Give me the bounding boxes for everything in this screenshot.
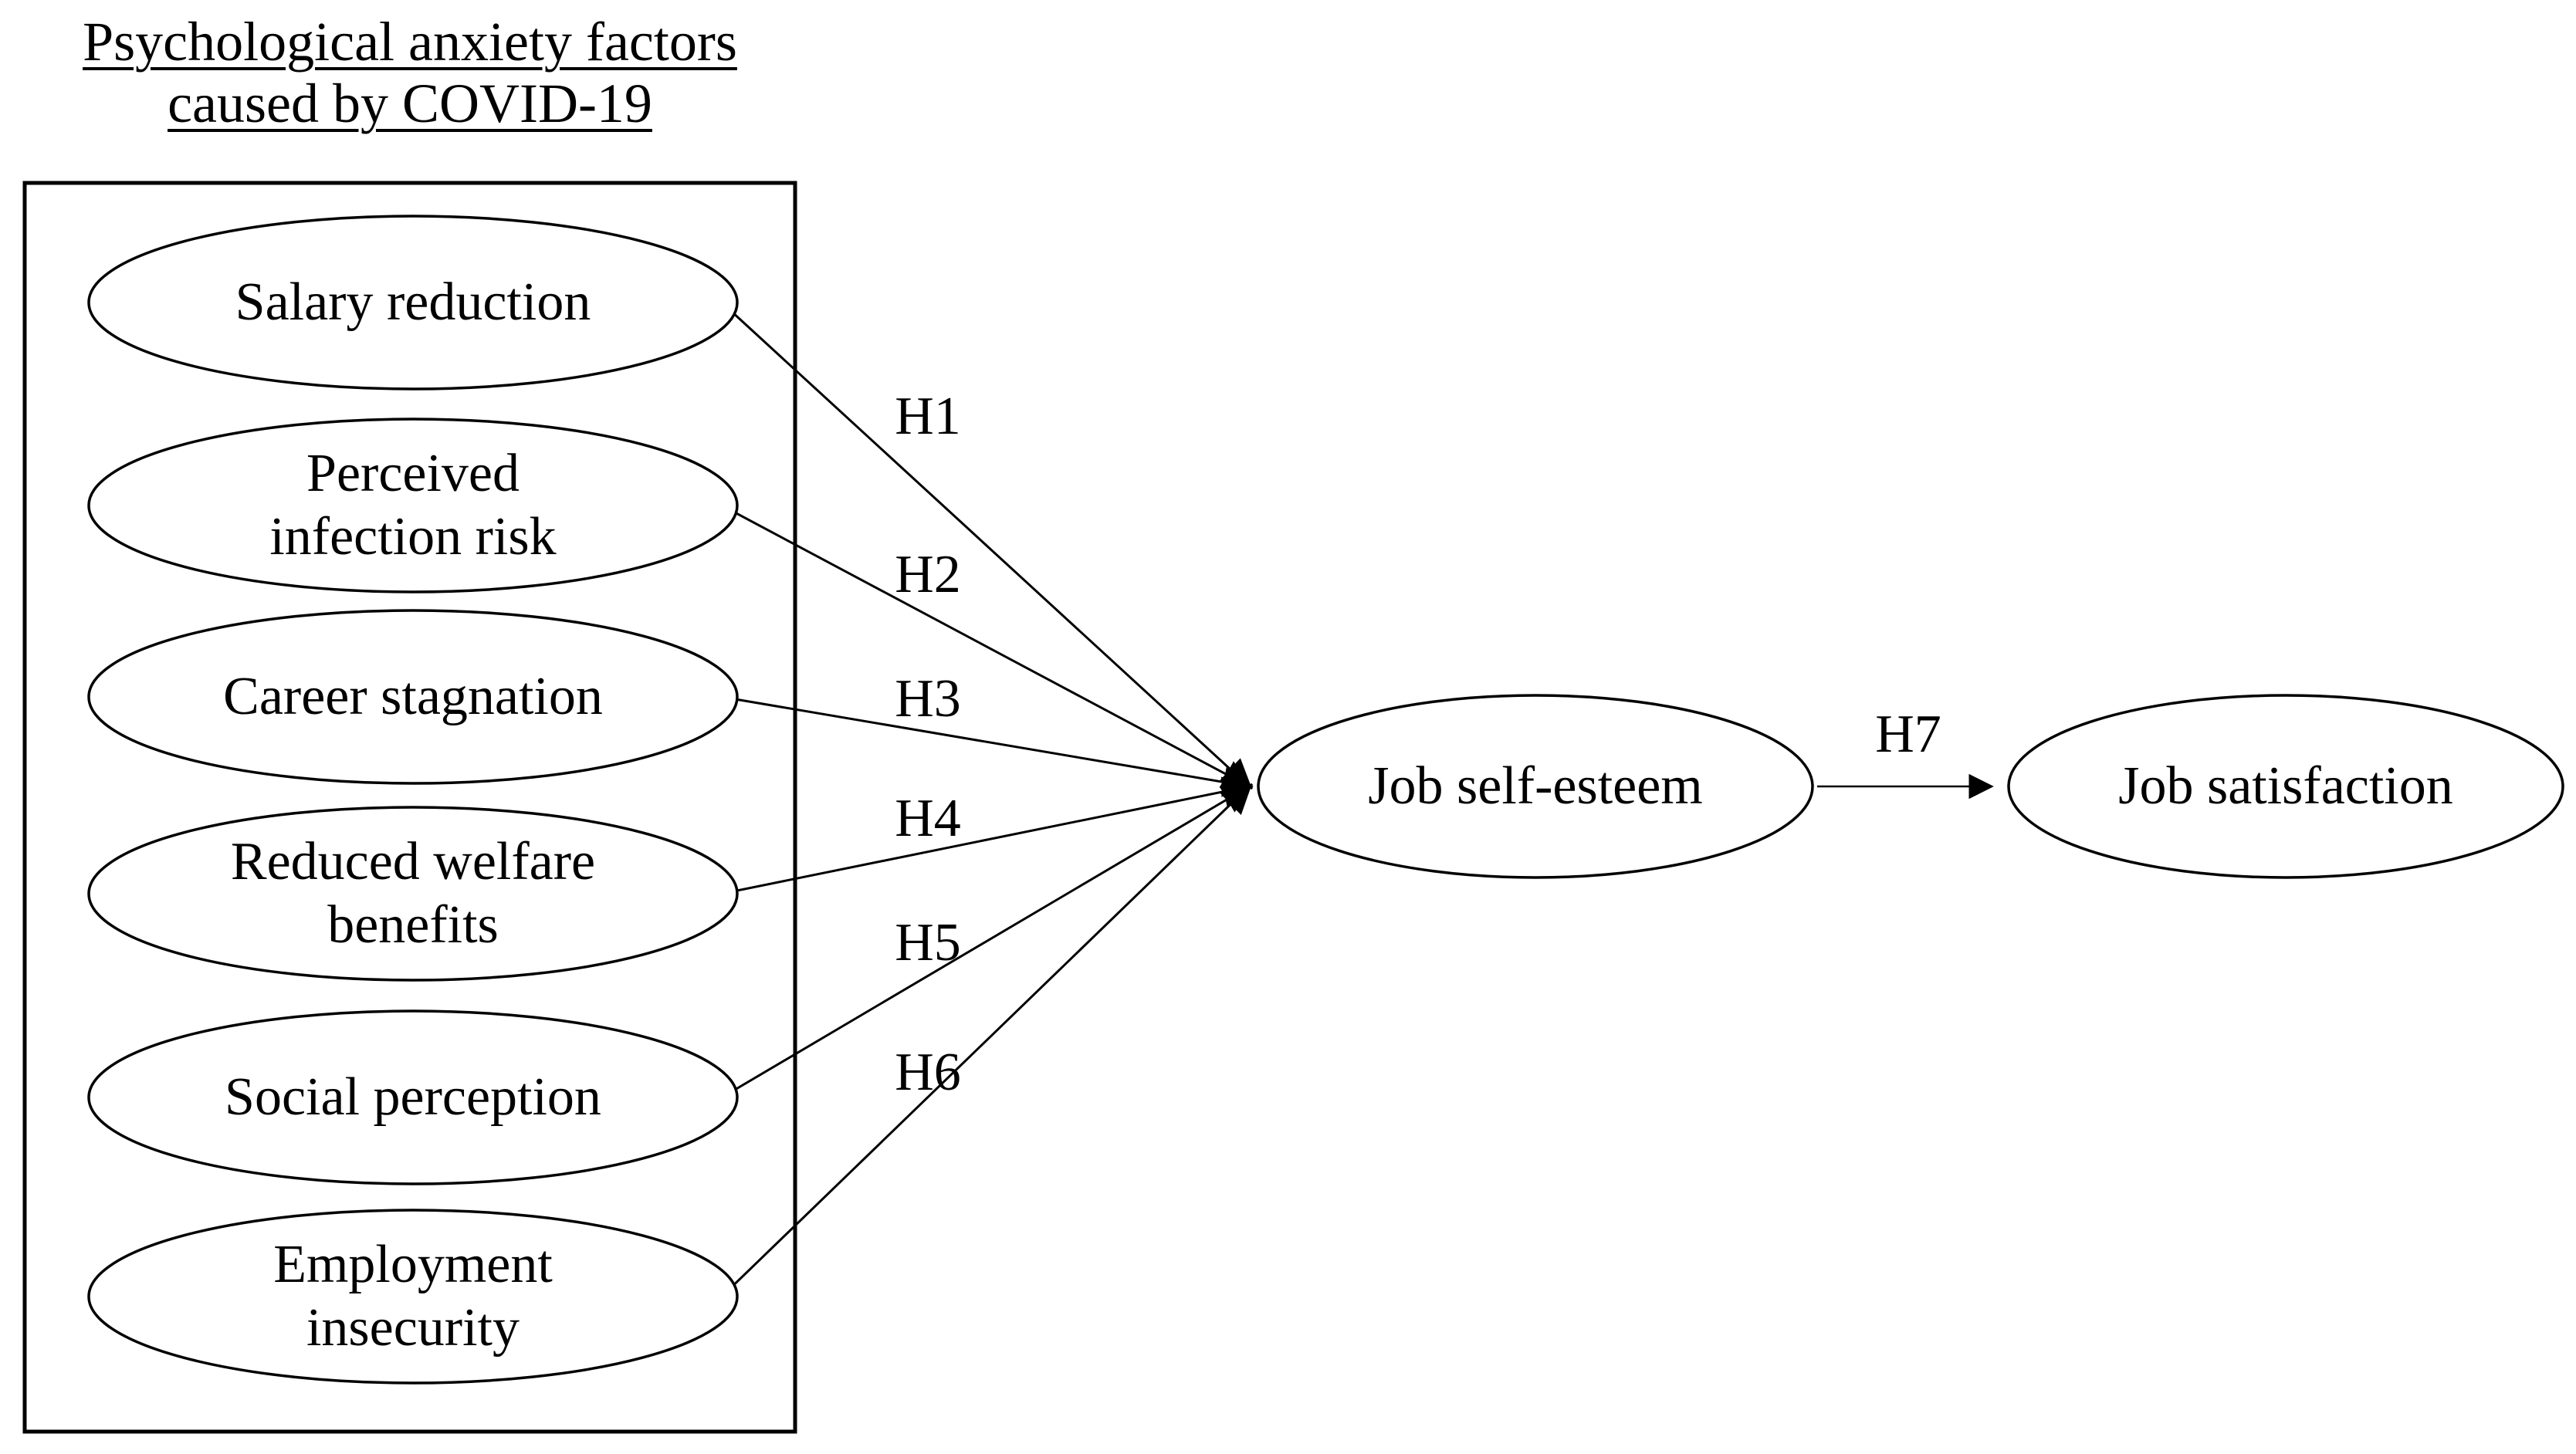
path-h3-arrow: [721, 695, 1254, 797]
label-line: Job self-esteem: [1368, 756, 1703, 816]
label-line: insecurity: [306, 1298, 520, 1358]
label-line: Reduced welfare: [230, 832, 596, 891]
path-h1-arrow: [720, 301, 1253, 790]
path-h5-arrow: [721, 784, 1254, 1099]
box-title: Psychological anxiety factors caused by …: [0, 11, 820, 134]
label-line: benefits: [327, 895, 499, 955]
factor-label-employment-insecurity: Employment insecurity: [89, 1210, 737, 1383]
ellipse-employment-insecurity: [87, 1209, 739, 1385]
hypothesis-label-h1: H1: [895, 387, 961, 446]
hypothesis-label-h4: H4: [895, 789, 961, 848]
outcome-label-job-satisfaction: Job satisfaction: [2009, 695, 2563, 877]
box-title-line2: caused by COVID-19: [168, 73, 652, 134]
label-line: Employment: [273, 1235, 553, 1294]
ellipse-salary-reduction: [87, 215, 739, 391]
hypothesis-label-h2: H2: [895, 545, 961, 604]
hypothesis-label-h6: H6: [895, 1043, 961, 1102]
box-title-line1: Psychological anxiety factors: [83, 11, 737, 73]
label-line: Social perception: [225, 1067, 601, 1127]
label-line: infection risk: [269, 507, 557, 566]
factor-label-reduced-welfare-benefits: Reduced welfare benefits: [89, 807, 737, 980]
ellipse-social-perception: [87, 1009, 739, 1185]
label-line: Perceived: [306, 444, 520, 503]
ellipse-perceived-infection-risk: [87, 418, 739, 593]
ellipse-job-self-esteem: [1257, 694, 1814, 879]
label-line: Salary reduction: [235, 272, 591, 332]
factors-box: [22, 181, 797, 1434]
path-h2-arrow: [721, 504, 1254, 789]
ellipse-career-stagnation: [87, 609, 739, 785]
ellipse-job-satisfaction: [2007, 694, 2564, 879]
factor-label-perceived-infection-risk: Perceived infection risk: [89, 419, 737, 592]
hypothesis-label-h7: H7: [1875, 705, 1941, 764]
factor-label-social-perception: Social perception: [89, 1011, 737, 1184]
label-line: Career stagnation: [223, 667, 603, 726]
path-h4-arrow: [721, 776, 1254, 895]
hypothesis-label-h5: H5: [895, 913, 961, 972]
path-h6-arrow: [720, 783, 1253, 1298]
factor-label-career-stagnation: Career stagnation: [89, 610, 737, 783]
mediator-label-job-self-esteem: Job self-esteem: [1258, 695, 1813, 877]
label-line: Job satisfaction: [2118, 756, 2453, 816]
ellipse-reduced-welfare-benefits: [87, 806, 739, 982]
factor-label-salary-reduction: Salary reduction: [89, 216, 737, 389]
hypothesis-label-h3: H3: [895, 669, 961, 729]
